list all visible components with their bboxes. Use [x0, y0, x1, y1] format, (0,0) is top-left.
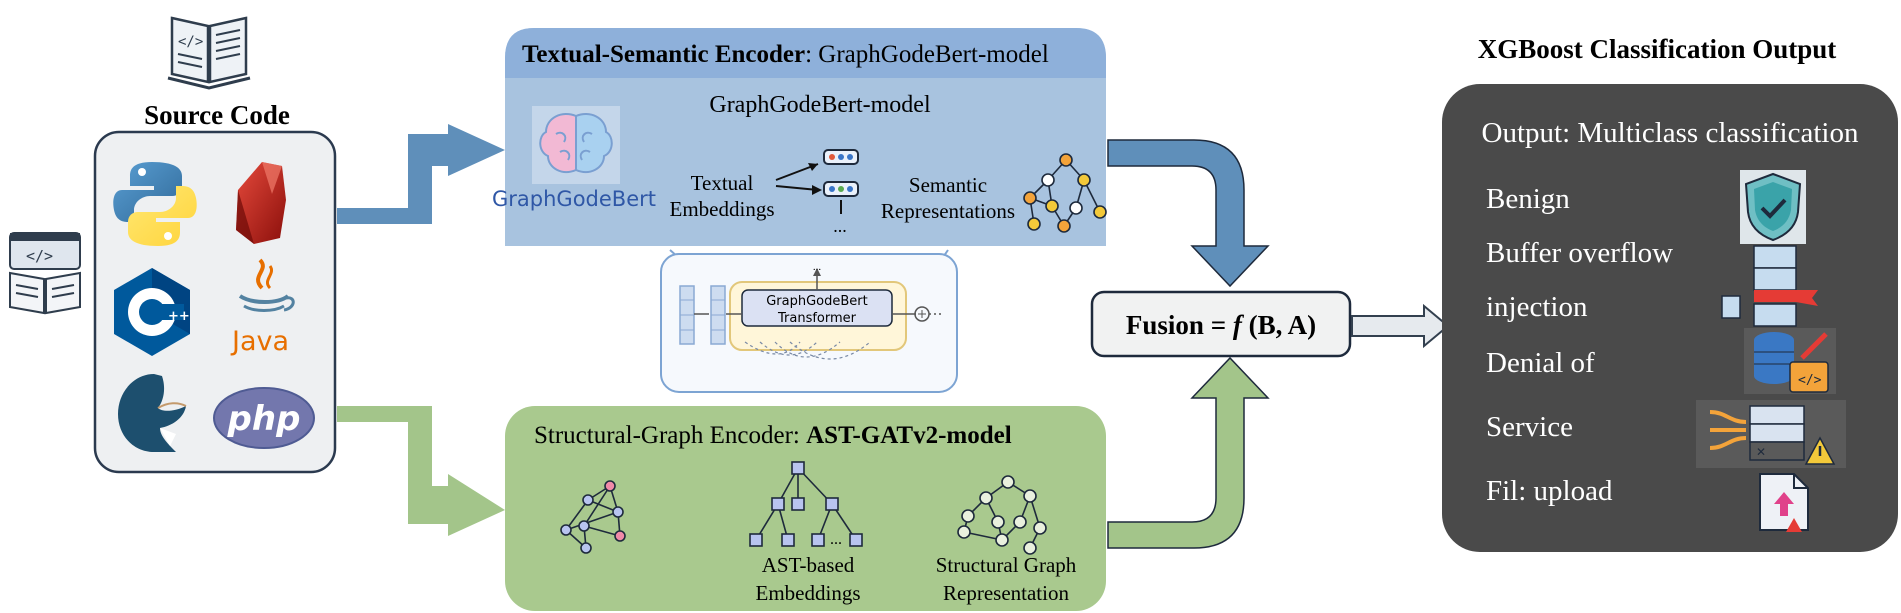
fusion-label-prefix: Fusion = [1126, 310, 1233, 340]
ruby-icon [236, 162, 286, 244]
structural-encoder-panel [505, 406, 1106, 611]
structural-encoder-title-bold: AST-GATv2-model [806, 422, 1012, 449]
class-benign: Benign [1486, 183, 1570, 215]
denial-of-service-icon: ✕ [1696, 400, 1846, 468]
database-injection-icon: </> [1744, 328, 1836, 394]
semantic-graph-icon [1023, 153, 1107, 233]
file-upload-icon [1759, 473, 1809, 532]
svg-text:✕: ✕ [1756, 445, 1766, 459]
class-injection: injection [1486, 291, 1588, 323]
arrow-source-to-structural [337, 406, 505, 536]
python-icon [113, 162, 197, 246]
source-code-title: Source Code [144, 100, 290, 130]
class-service: Service [1486, 411, 1573, 443]
semantic-representations-line2: Representations [881, 199, 1015, 223]
java-icon: Java [230, 258, 295, 357]
svg-text:++: ++ [168, 309, 190, 324]
structural-encoder-title: Structural-Graph Encoder: AST-GATv2-mode… [534, 422, 1012, 449]
fusion-label-f: f [1233, 310, 1245, 340]
graphgodebert-brand: GraphGodeBert [492, 187, 656, 211]
arrow-structural-to-fusion [1107, 356, 1270, 549]
textual-encoder-title-rest: : GraphGodeBert-model [805, 41, 1049, 68]
fusion-box [1090, 290, 1352, 358]
textual-encoder-subtitle: GraphGodeBert-model [709, 92, 931, 118]
class-file-upload: Fil: upload [1486, 475, 1613, 507]
mariadb-icon [118, 374, 187, 452]
embedding-ellipsis: ... [833, 216, 847, 236]
ast-tree-icon [749, 461, 863, 547]
textual-encoder-title-bold: Textual-Semantic Encoder [522, 41, 805, 68]
java-label: Java [230, 326, 289, 357]
graph-network-icon [560, 480, 626, 554]
code-book-icon-top: </> [167, 16, 251, 90]
output-title: XGBoost Classification Output [1478, 34, 1837, 64]
arrow-fusion-to-output [1351, 303, 1450, 349]
output-heading: Output: Multiclass classification [1482, 117, 1859, 149]
textual-embeddings-line1: Textual [691, 171, 754, 195]
transformer-detail-panel [660, 249, 958, 393]
textual-encoder-title: Textual-Semantic Encoder: GraphGodeBert-… [522, 41, 1049, 68]
php-label: php [227, 399, 301, 439]
structural-encoder-title-plain: Structural-Graph Encoder: [534, 422, 806, 449]
buffer-overflow-icon [1721, 245, 1818, 327]
code-book-icon-left: </> [9, 232, 81, 315]
transformer-label-line1: GraphGodeBert [766, 294, 868, 309]
class-buffer-overflow: Buffer overflow [1486, 237, 1673, 269]
ast-embeddings-line1: AST-based [762, 553, 855, 577]
arrow-source-to-textual [337, 124, 505, 224]
structural-graph-line1: Structural Graph [936, 553, 1077, 577]
ast-embeddings-line2: Embeddings [756, 581, 861, 605]
transformer-label-line2: Transformer [777, 311, 857, 326]
semantic-representations-line1: Semantic [909, 173, 987, 197]
php-icon: php [213, 387, 315, 449]
svg-text:</>: </> [1798, 373, 1822, 388]
transformer-output-dots: ... [813, 261, 822, 273]
cpp-icon: ++ [114, 268, 190, 356]
svg-text:</>: </> [178, 34, 203, 50]
fusion-label-suffix: (B, A) [1242, 310, 1316, 340]
brain-icon [532, 106, 620, 184]
textual-embeddings-line2: Embeddings [670, 197, 775, 221]
embedding-vectors-icon [775, 149, 859, 214]
svg-text:</>: </> [26, 247, 53, 265]
structural-graph-icon [957, 475, 1047, 555]
ast-dots: ... [830, 531, 842, 548]
class-denial-of: Denial of [1486, 347, 1595, 379]
structural-graph-line2: Representation [943, 581, 1069, 605]
arrow-textual-to-fusion [1107, 139, 1270, 288]
fusion-label: Fusion = f (B, A) [1126, 310, 1316, 340]
shield-check-icon [1740, 170, 1806, 244]
